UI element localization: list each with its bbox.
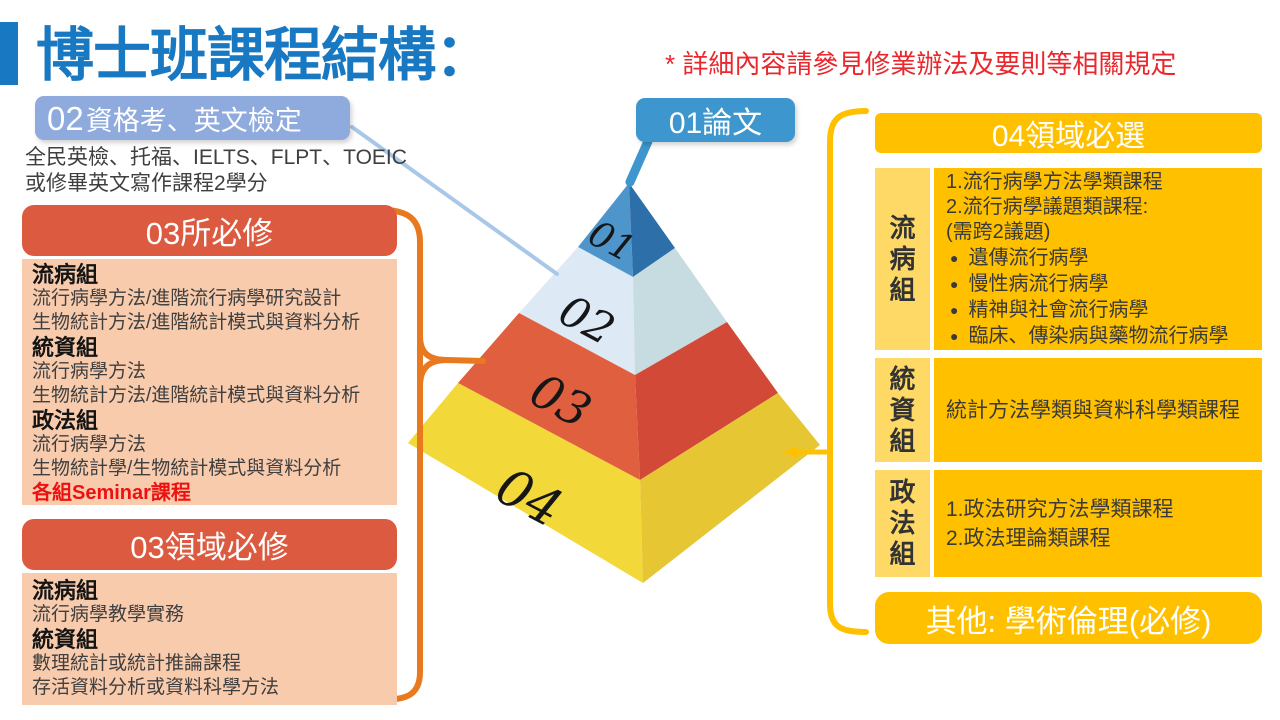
pyramid-level1-right-face: [629, 183, 675, 277]
qualification-number: 02: [47, 99, 84, 137]
pyramid-level1-label: 01: [582, 213, 642, 271]
qualification-label: 資格考、英文檢定: [85, 105, 302, 136]
pyramid-level2-label: 02: [551, 286, 623, 356]
content-line: (需跨2議題): [946, 220, 1051, 243]
right-bracket: [827, 108, 869, 635]
bullet-item: ● 臨床、傳染病與藥物流行病學: [946, 323, 1250, 349]
left-bracket-pointer: [417, 333, 486, 389]
group-course: 流行病學方法/進階流行病學研究設計: [32, 288, 342, 309]
bullet-icon: ●: [950, 327, 959, 344]
elective-content-cell: 1.政法研究方法學類課程 2.政法理論類課程: [934, 470, 1262, 577]
bullet-item: ● 精神與社會流行病學: [946, 297, 1250, 323]
other-requirement-box: 其他: 學術倫理(必修): [875, 592, 1262, 644]
group-course: 存活資料分析或資料科學方法: [32, 677, 280, 698]
pyramid-level3-right-face: [635, 322, 778, 480]
elective-group-cell: 流病組: [875, 168, 930, 350]
domain-required-panel: 流病組 流行病學教學實務 統資組 數理統計或統計推論課程 存活資料分析或資料科學…: [22, 573, 397, 705]
elective-content-cell: 1.流行病學方法學類課程 2.流行病學議題類課程: (需跨2議題) ● 遺傳流行…: [934, 168, 1262, 350]
institute-required-header: 03所必修: [22, 205, 397, 256]
group-course: 生物統計學/生物統計模式與資料分析: [32, 458, 342, 479]
content-line: 1.流行病學方法學類課程: [946, 170, 1163, 193]
bullet-icon: ●: [950, 249, 959, 266]
right-bracket-arrow: [783, 446, 797, 458]
content-line: 2.流行病學議題類課程:: [946, 195, 1149, 218]
group-label: 統資組: [889, 363, 916, 456]
bullet-item: ● 遺傳流行病學: [946, 245, 1250, 271]
institute-required-panel: 流病組 流行病學方法/進階流行病學研究設計 生物統計方法/進階統計模式與資料分析…: [22, 259, 397, 505]
domain-required-header: 03領域必修: [22, 519, 397, 570]
qualification-desc-line2: 或修畢英文寫作課程2學分: [25, 172, 268, 195]
content-line: 2.政法理論類課程: [946, 526, 1111, 550]
bullet-text: 慢性病流行病學: [968, 272, 1109, 295]
pyramid-level2-right-face: [633, 248, 727, 375]
qualification-box: 02 資格考、英文檢定: [35, 96, 350, 140]
group-label: 政法組: [889, 477, 916, 569]
group-name: 流病組: [32, 578, 99, 603]
bullet-text: 臨床、傳染病與藥物流行病學: [968, 324, 1229, 347]
qualification-desc-line1: 全民英檢、托福、IELTS、FLPT、TOEIC: [25, 146, 407, 169]
elective-group-cell: 政法組: [875, 470, 930, 577]
pyramid-level2-left-face: [519, 247, 635, 375]
group-course: 生物統計方法/進階統計模式與資料分析: [32, 385, 361, 406]
group-course: 流行病學方法: [32, 434, 147, 455]
elective-group-cell: 統資組: [875, 358, 930, 462]
group-label: 流病組: [889, 212, 916, 305]
bullet-icon: ●: [950, 275, 959, 292]
pyramid-level1-left-face: [578, 183, 633, 277]
bullet-icon: ●: [950, 301, 959, 318]
bullet-text: 精神與社會流行病學: [968, 298, 1149, 321]
domain-elective-header: 04領域必選: [875, 113, 1262, 153]
thesis-connector-line: [625, 134, 654, 187]
seminar-note: 各組Seminar課程: [32, 482, 191, 504]
bullet-text: 遺傳流行病學: [968, 246, 1089, 269]
pyramid-level4-left-face: [408, 383, 643, 583]
group-name: 統資組: [32, 627, 99, 652]
bullet-item: ● 慢性病流行病學: [946, 271, 1250, 297]
thesis-box: 01論文: [636, 98, 795, 142]
group-name: 統資組: [32, 335, 99, 360]
pyramid-level3-label: 03: [521, 363, 600, 440]
elective-content-cell: 統計方法學類與資料科學類課程: [934, 358, 1262, 462]
page-title: 博士班課程結構：: [36, 23, 493, 88]
pyramid-level4-label: 04: [486, 457, 571, 540]
group-course: 流行病學方法: [32, 361, 147, 382]
group-name: 政法組: [32, 408, 99, 433]
group-name: 流病組: [32, 262, 99, 287]
pyramid-level4-right-face: [640, 393, 820, 583]
qualification-description: 全民英檢、托福、IELTS、FLPT、TOEIC 或修畢英文寫作課程2學分: [25, 145, 407, 197]
content-line: 1.政法研究方法學類課程: [946, 497, 1174, 521]
title-accent-bar: [0, 22, 18, 85]
group-course: 數理統計或統計推論課程: [32, 653, 242, 674]
group-course: 生物統計方法/進階統計模式與資料分析: [32, 312, 361, 333]
content-line: 統計方法學類與資料科學類課程: [946, 398, 1240, 422]
regulation-note: * 詳細內容請參見修業辦法及要則等相關規定: [665, 49, 1177, 79]
pyramid-level3-left-face: [458, 313, 640, 480]
group-course: 流行病學教學實務: [32, 604, 185, 625]
